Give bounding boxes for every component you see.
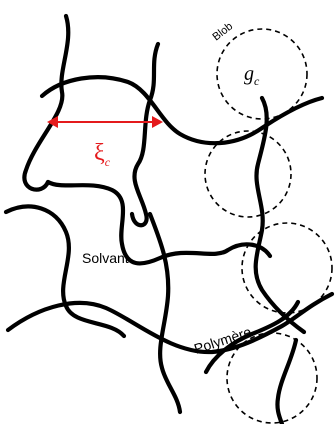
polymer-chain-9 <box>275 337 299 424</box>
polymer-chain-2 <box>39 75 325 146</box>
g-label: gc <box>244 63 260 88</box>
xi-arrow-head-left <box>47 116 58 128</box>
polymer-chain-7 <box>147 211 183 415</box>
xi-arrow-head-right <box>152 116 163 128</box>
xi-label: ξc <box>94 140 111 169</box>
blob-circle-3 <box>241 222 333 314</box>
polymer-chain-5 <box>3 204 127 339</box>
polymer-chain-8 <box>5 291 335 355</box>
solvant-label: Solvant <box>82 250 129 266</box>
polymer-chain-6 <box>253 95 307 335</box>
polymer-chain-4 <box>45 179 273 266</box>
blob-circle-1 <box>216 28 308 120</box>
blob-circle-2 <box>204 130 292 218</box>
blob-label: Blob <box>210 20 235 43</box>
xi-arrow <box>47 116 163 128</box>
polymer-chain-1 <box>22 13 71 192</box>
polymer-chain-3 <box>129 41 161 228</box>
polymer-chain-10 <box>203 299 301 375</box>
